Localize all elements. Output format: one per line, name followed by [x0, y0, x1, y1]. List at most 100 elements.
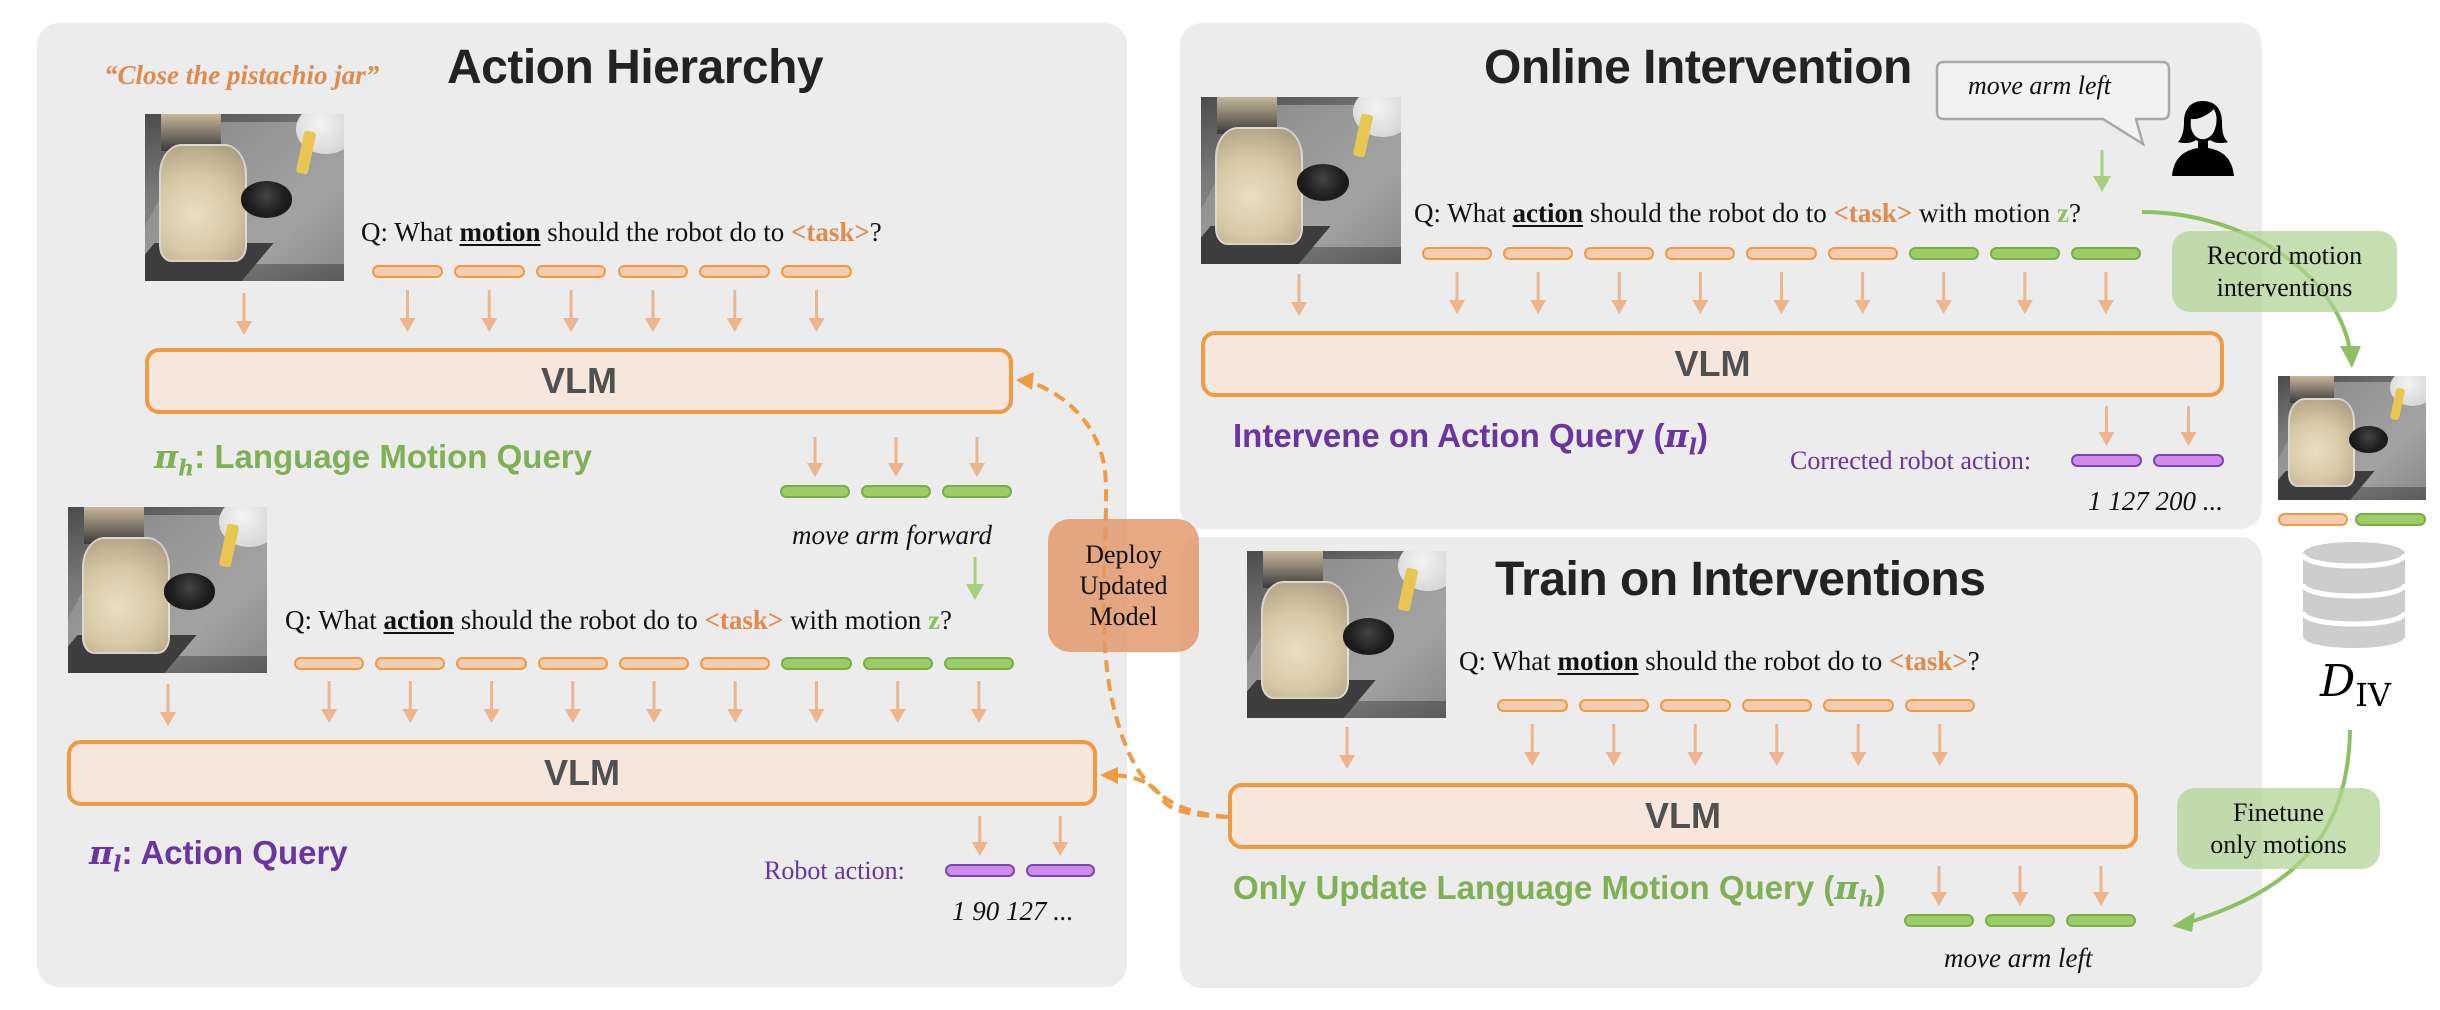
down-arrowhead: [1768, 752, 1785, 766]
token-pill: [1746, 247, 1817, 260]
down-arrowhead: [1854, 300, 1871, 314]
down-arrowhead: [1530, 300, 1547, 314]
online-intervention-title: Online Intervention: [1484, 41, 1912, 94]
vlm-box-action: VLM: [67, 740, 1097, 806]
query-prefix: Q: What: [361, 217, 460, 247]
down-arrowhead: [2016, 300, 2033, 314]
action-query-text: Q: What action should the robot do to <t…: [285, 607, 952, 634]
down-arrowhead: [969, 463, 985, 477]
robot-scene-image: [145, 114, 344, 281]
train-on-interventions-title: Train on Interventions: [1495, 553, 1986, 606]
token-pill: [1741, 699, 1812, 712]
token-pill: [294, 657, 365, 670]
dataset-subscript: IV: [2355, 676, 2392, 714]
motion-output-text: move arm forward: [792, 520, 992, 550]
query-middle: should the robot do to: [1582, 198, 1834, 228]
pi-symbol: π: [154, 437, 179, 476]
token-pill: [617, 265, 689, 278]
label-close-paren: ): [1697, 417, 1709, 454]
query-middle: should the robot do to: [453, 605, 705, 635]
query-keyword: motion: [1557, 646, 1639, 676]
person-icon: [2172, 101, 2234, 176]
query-suffix: ?: [940, 605, 953, 635]
robot-scene-image-3: [1201, 97, 1401, 264]
token-pill: [1665, 247, 1736, 260]
token-pill: [1823, 699, 1894, 712]
deploy-line-2: Updated: [1079, 570, 1168, 600]
task-token: <task>: [704, 605, 784, 635]
query-prefix: Q: What: [1414, 198, 1513, 228]
token-pill: [372, 265, 443, 278]
down-arrowhead: [888, 463, 904, 477]
dataset-label: DIV: [2320, 660, 2391, 712]
token-pill: [2153, 454, 2224, 467]
query-prefix: Q: What: [285, 605, 384, 635]
token-pill: [456, 657, 527, 670]
down-arrowhead: [727, 709, 744, 723]
token-pill: [618, 657, 690, 670]
down-arrowhead: [1687, 752, 1704, 766]
down-arrowhead: [1611, 300, 1628, 314]
pi-subscript: h: [1858, 886, 1875, 913]
token-pill: [1422, 247, 1493, 260]
token-pill: [1660, 699, 1731, 712]
down-arrowhead: [971, 842, 988, 856]
token-pill: [862, 657, 933, 670]
pi-symbol: π: [1834, 868, 1859, 907]
motion-variable: z: [2057, 198, 2070, 228]
down-arrowhead: [1052, 842, 1069, 856]
down-arrowhead: [563, 318, 580, 332]
pi-subscript: h: [178, 455, 195, 482]
finetune-only-motions-note: Finetune only motions: [2177, 788, 2380, 869]
online-action-query-text: Q: What action should the robot do to <t…: [1414, 200, 2081, 227]
pi-h-label-text: : Language Motion Query: [194, 438, 592, 475]
down-arrowhead: [564, 709, 581, 723]
token-pill: [2066, 914, 2136, 927]
token-pill: [781, 265, 852, 278]
database-icon: [2300, 542, 2408, 648]
pi-l-label: πl: Action Query: [89, 836, 348, 876]
robot-scene-image-4: [1247, 551, 1446, 718]
down-arrowhead: [483, 709, 500, 723]
query-keyword: motion: [459, 217, 541, 247]
token-pill: [943, 657, 1014, 670]
token-pill: [1989, 247, 2060, 260]
down-arrowhead: [399, 318, 416, 332]
train-motion-output-text: move arm left: [1944, 943, 2093, 973]
token-pill: [1827, 247, 1898, 260]
vlm-box-online: VLM: [1201, 331, 2224, 397]
motion-variable: z: [928, 605, 941, 635]
train-motion-query-text: Q: What motion should the robot do to <t…: [1459, 648, 1980, 675]
down-arrowhead: [1339, 755, 1355, 769]
pi-subscript: l: [113, 851, 122, 878]
down-arrowhead: [970, 709, 987, 723]
speech-to-z-arrow: [2093, 150, 2111, 192]
token-pill: [537, 657, 608, 670]
token-pill: [1584, 247, 1655, 260]
down-arrowhead: [402, 709, 419, 723]
pi-subscript: l: [1688, 434, 1698, 461]
token-pill: [375, 657, 446, 670]
down-arrowhead: [160, 712, 176, 726]
pi-h-label: πh: Language Motion Query: [154, 440, 592, 480]
query-motion-mid: with motion: [1912, 198, 2058, 228]
down-arrowhead: [2097, 300, 2114, 314]
down-arrowhead: [808, 318, 825, 332]
intervene-label: Intervene on Action Query (πl): [1233, 419, 1708, 459]
finetune-line-2: only motions: [2210, 829, 2347, 859]
token-pill: [699, 265, 771, 278]
deploy-arrowhead-top: [1016, 372, 1034, 390]
down-arrowhead: [1524, 752, 1541, 766]
query-suffix: ?: [2069, 198, 2082, 228]
query-middle: should the robot do to: [540, 217, 791, 247]
deploy-updated-model-box: Deploy Updated Model: [1048, 519, 1199, 652]
down-arrowhead: [1449, 300, 1466, 314]
down-arrowhead: [808, 709, 825, 723]
down-arrowhead: [889, 709, 906, 723]
down-arrowhead: [1605, 752, 1622, 766]
dataset-scene-image: [2278, 376, 2426, 500]
only-update-label: Only Update Language Motion Query (πh): [1233, 871, 1886, 911]
token-arrows: [160, 272, 2197, 906]
token-pill: [535, 265, 607, 278]
token-pill: [942, 485, 1012, 498]
